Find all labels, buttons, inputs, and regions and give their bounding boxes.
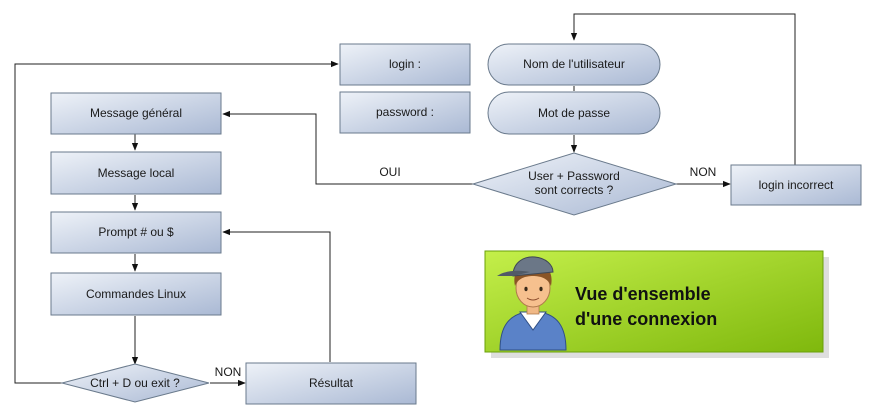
edge-resultat-to-prompt [222,228,331,362]
nom-terminal [487,43,661,86]
edge-login-incorrect-to-nom [570,13,796,165]
nom-label: Nom de l'utilisateur [523,57,625,71]
edge-exit-to-login [14,60,339,384]
resultat-label: Résultat [309,376,354,390]
title-banner: Vue d'ensemble d'une connexion [484,250,829,358]
mot-terminal [487,91,661,135]
message-general-box [50,92,222,135]
edge-label-non-bottom: NON [215,365,242,379]
message-general-label: Message général [90,106,182,120]
resultat-box [245,362,417,405]
decision-user-password [471,152,678,216]
edge-label-oui: OUI [379,165,400,179]
prompt-label: Prompt # ou $ [98,225,174,239]
banner-title-line2: d'une connexion [575,309,717,329]
edge-label-non-right: NON [690,165,717,179]
edge-decision-oui [222,110,473,185]
login-incorrect-label: login incorrect [759,178,834,192]
banner-title-line1: Vue d'ensemble [575,284,711,304]
decision-exit-label: Ctrl + D ou exit ? [90,376,180,390]
decision-user-label-2: sont corrects ? [535,183,614,197]
message-local-box [50,151,222,195]
login-label: login : [389,57,421,71]
password-label: password : [376,105,434,119]
login-box [339,43,471,86]
password-box [339,91,471,134]
message-local-label: Message local [98,166,175,180]
user-avatar-icon [497,256,567,351]
decision-user-label-1: User + Password [528,169,620,183]
commandes-label: Commandes Linux [86,287,186,301]
decision-exit [60,363,210,403]
prompt-box [50,211,222,254]
mot-label: Mot de passe [538,106,610,120]
commandes-box [50,272,222,316]
login-incorrect-box [730,164,862,206]
